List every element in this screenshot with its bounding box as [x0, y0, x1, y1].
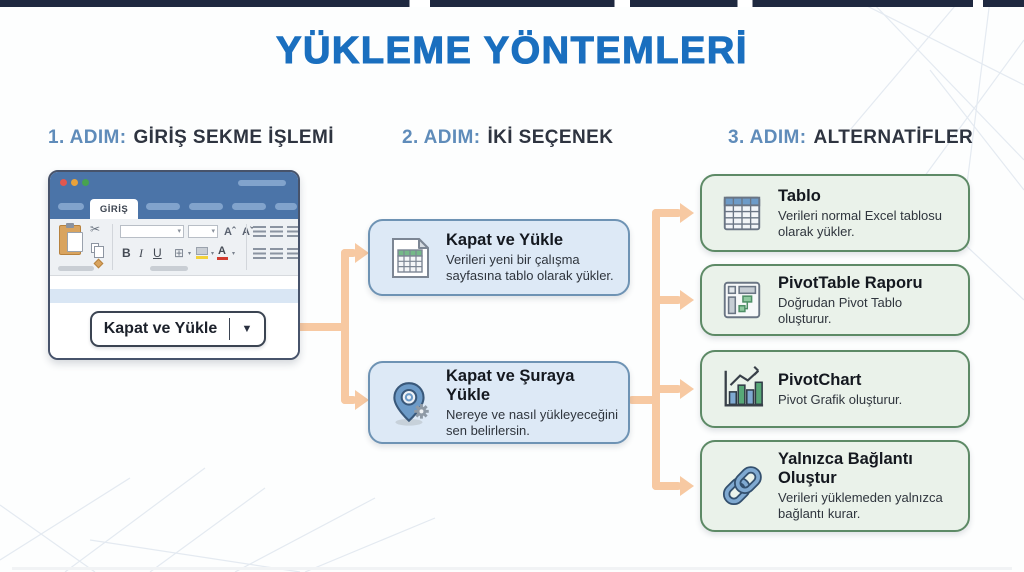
titlebar-placeholder — [238, 180, 286, 186]
arrow-to-alt-3-icon — [680, 379, 694, 399]
alt-card-yalnizca-baglanti-olustur[interactable]: Yalnızca Bağlantı Oluştur Verileri yükle… — [700, 440, 970, 532]
button-separator — [229, 318, 230, 340]
dropdown-caret-icon[interactable]: ▼ — [241, 323, 253, 335]
underline-button[interactable]: U — [153, 246, 162, 260]
close-dot-icon[interactable] — [60, 179, 67, 186]
ribbon: ✂ ▾ ▾ Aˆ Aˇ B I U ⊞ ▾ ▾ A ▾ — [50, 219, 298, 276]
alt-description: Verileri normal Excel tablosu olarak yük… — [778, 207, 943, 239]
format-painter-icon[interactable] — [93, 258, 104, 269]
connector-b-branch-4 — [652, 482, 682, 490]
arrow-to-option-2-icon — [355, 390, 369, 410]
align-left-icon[interactable] — [253, 248, 266, 259]
cut-scissors-icon[interactable]: ✂ — [90, 222, 101, 236]
alt-description: Doğrudan Pivot Tablo oluşturur. — [778, 294, 903, 326]
font-color-caret-icon[interactable]: ▾ — [232, 251, 236, 257]
italic-button[interactable]: I — [139, 246, 143, 260]
connector-b-trunk — [652, 209, 660, 490]
copy-icon[interactable] — [91, 243, 104, 258]
arrow-to-alt-4-icon — [680, 476, 694, 496]
alt-card-pivottable-raporu[interactable]: PivotTable Raporu Doğrudan Pivot Tablo o… — [700, 264, 970, 336]
bottom-crop-bar — [12, 567, 1012, 570]
align-center-icon[interactable] — [270, 248, 283, 259]
alt-description: Pivot Grafik oluşturur. — [778, 391, 903, 407]
alt-title: Tablo — [778, 186, 821, 205]
tab-placeholder[interactable] — [189, 203, 223, 210]
fill-caret-icon[interactable]: ▾ — [211, 251, 215, 257]
ribbon-tab-row: GİRİŞ — [50, 194, 298, 219]
sheet-header-strip — [50, 289, 298, 303]
step-3-label: 3. ADIM: — [728, 127, 807, 148]
option-title: Kapat ve Yükle — [446, 231, 564, 250]
kapat-ve-yukle-button[interactable]: Kapat ve Yükle ▼ — [90, 311, 266, 347]
option-description: Verileri yeni bir çalışma sayfasına tabl… — [446, 252, 614, 283]
font-color-icon[interactable]: A — [217, 245, 228, 260]
table-icon — [716, 190, 768, 236]
page-title: YÜKLEME YÖNTEMLERİ — [276, 29, 748, 72]
borders-icon[interactable]: ⊞ — [174, 246, 185, 260]
step-1-title: GİRİŞ SEKME İŞLEMİ — [133, 127, 334, 148]
alt-card-pivotchart[interactable]: PivotChart Pivot Grafik oluşturur. — [700, 350, 970, 428]
fill-color-icon[interactable] — [196, 247, 208, 259]
alt-description: Verileri yüklemeden yalnızca bağlantı ku… — [778, 490, 943, 521]
connector-b-stem — [628, 396, 660, 404]
connector-a-trunk — [341, 249, 349, 404]
connector-a-branch-2 — [341, 396, 357, 404]
step-2-title: İKİ SEÇENEK — [487, 127, 614, 148]
location-pin-gear-icon — [384, 378, 436, 428]
option-card-kapat-ve-suraya-yukle[interactable]: Kapat ve Şuraya Yükle Nereye ve nasıl yü… — [368, 361, 630, 444]
align-bottom-icon[interactable] — [287, 226, 298, 237]
minimize-dot-icon[interactable] — [71, 179, 78, 186]
top-crop-bar — [0, 0, 1024, 7]
font-name-select[interactable]: ▾ — [120, 225, 184, 238]
font-size-select[interactable]: ▾ — [188, 225, 218, 238]
group-label-placeholder — [58, 266, 94, 271]
step-3-header: 3. ADIM: ALTERNATİFLER — [728, 127, 973, 149]
connector-b-branch-1 — [652, 209, 682, 217]
align-right-icon[interactable] — [287, 248, 298, 259]
tab-placeholder[interactable] — [146, 203, 180, 210]
spreadsheet-file-icon — [384, 234, 436, 282]
alt-title: PivotTable Raporu — [778, 273, 923, 292]
arrow-to-alt-1-icon — [680, 203, 694, 223]
alt-title: Yalnızca Bağlantı Oluştur — [778, 450, 913, 488]
connector-b-branch-2 — [652, 296, 682, 304]
align-middle-icon[interactable] — [270, 226, 283, 237]
kapat-ve-yukle-label: Kapat ve Yükle — [103, 320, 218, 337]
align-top-icon[interactable] — [253, 226, 266, 237]
alt-title: PivotChart — [778, 370, 862, 389]
borders-caret-icon[interactable]: ▾ — [188, 251, 192, 257]
window-titlebar — [50, 172, 298, 194]
sheet-area: Kapat ve Yükle ▼ — [50, 303, 298, 358]
clipboard-page — [67, 232, 83, 252]
decrease-font-icon[interactable]: Aˇ — [242, 226, 254, 238]
group-label-placeholder — [150, 266, 188, 271]
file-tab-placeholder[interactable] — [58, 203, 84, 210]
clipboard-clip — [66, 223, 74, 228]
tab-giris[interactable]: GİRİŞ — [90, 199, 138, 219]
bar-chart-icon — [716, 366, 768, 412]
step-2-label: 2. ADIM: — [402, 127, 481, 148]
formula-bar — [50, 276, 298, 289]
increase-font-icon[interactable]: Aˆ — [224, 226, 236, 238]
connector-a-stem — [263, 323, 349, 331]
arrow-to-option-1-icon — [355, 243, 369, 263]
step-2-header: 2. ADIM: İKİ SEÇENEK — [402, 127, 613, 149]
connector-a-branch-1 — [341, 249, 357, 257]
option-card-kapat-ve-yukle[interactable]: Kapat ve Yükle Verileri yeni bir çalışma… — [368, 219, 630, 296]
alt-card-tablo[interactable]: Tablo Verileri normal Excel tablosu olar… — [700, 174, 970, 252]
option-description: Nereye ve nasıl yükleyeceğini sen belirl… — [446, 406, 618, 438]
maximize-dot-icon[interactable] — [82, 179, 89, 186]
step-1-header: 1. ADIM: GİRİŞ SEKME İŞLEMİ — [48, 127, 334, 149]
excel-window-mockup: GİRİŞ ✂ ▾ ▾ Aˆ Aˇ B I U ⊞ ▾ ▾ A ▾ — [48, 170, 300, 360]
tab-placeholder[interactable] — [275, 203, 297, 210]
bold-button[interactable]: B — [122, 246, 131, 260]
option-title: Kapat ve Şuraya Yükle — [446, 366, 575, 404]
chain-link-icon — [716, 461, 768, 511]
arrow-to-alt-2-icon — [680, 290, 694, 310]
connector-b-branch-3 — [652, 385, 682, 393]
tab-placeholder[interactable] — [232, 203, 266, 210]
pivot-table-layout-icon — [716, 277, 768, 323]
step-1-label: 1. ADIM: — [48, 127, 127, 148]
step-3-title: ALTERNATİFLER — [813, 127, 974, 148]
